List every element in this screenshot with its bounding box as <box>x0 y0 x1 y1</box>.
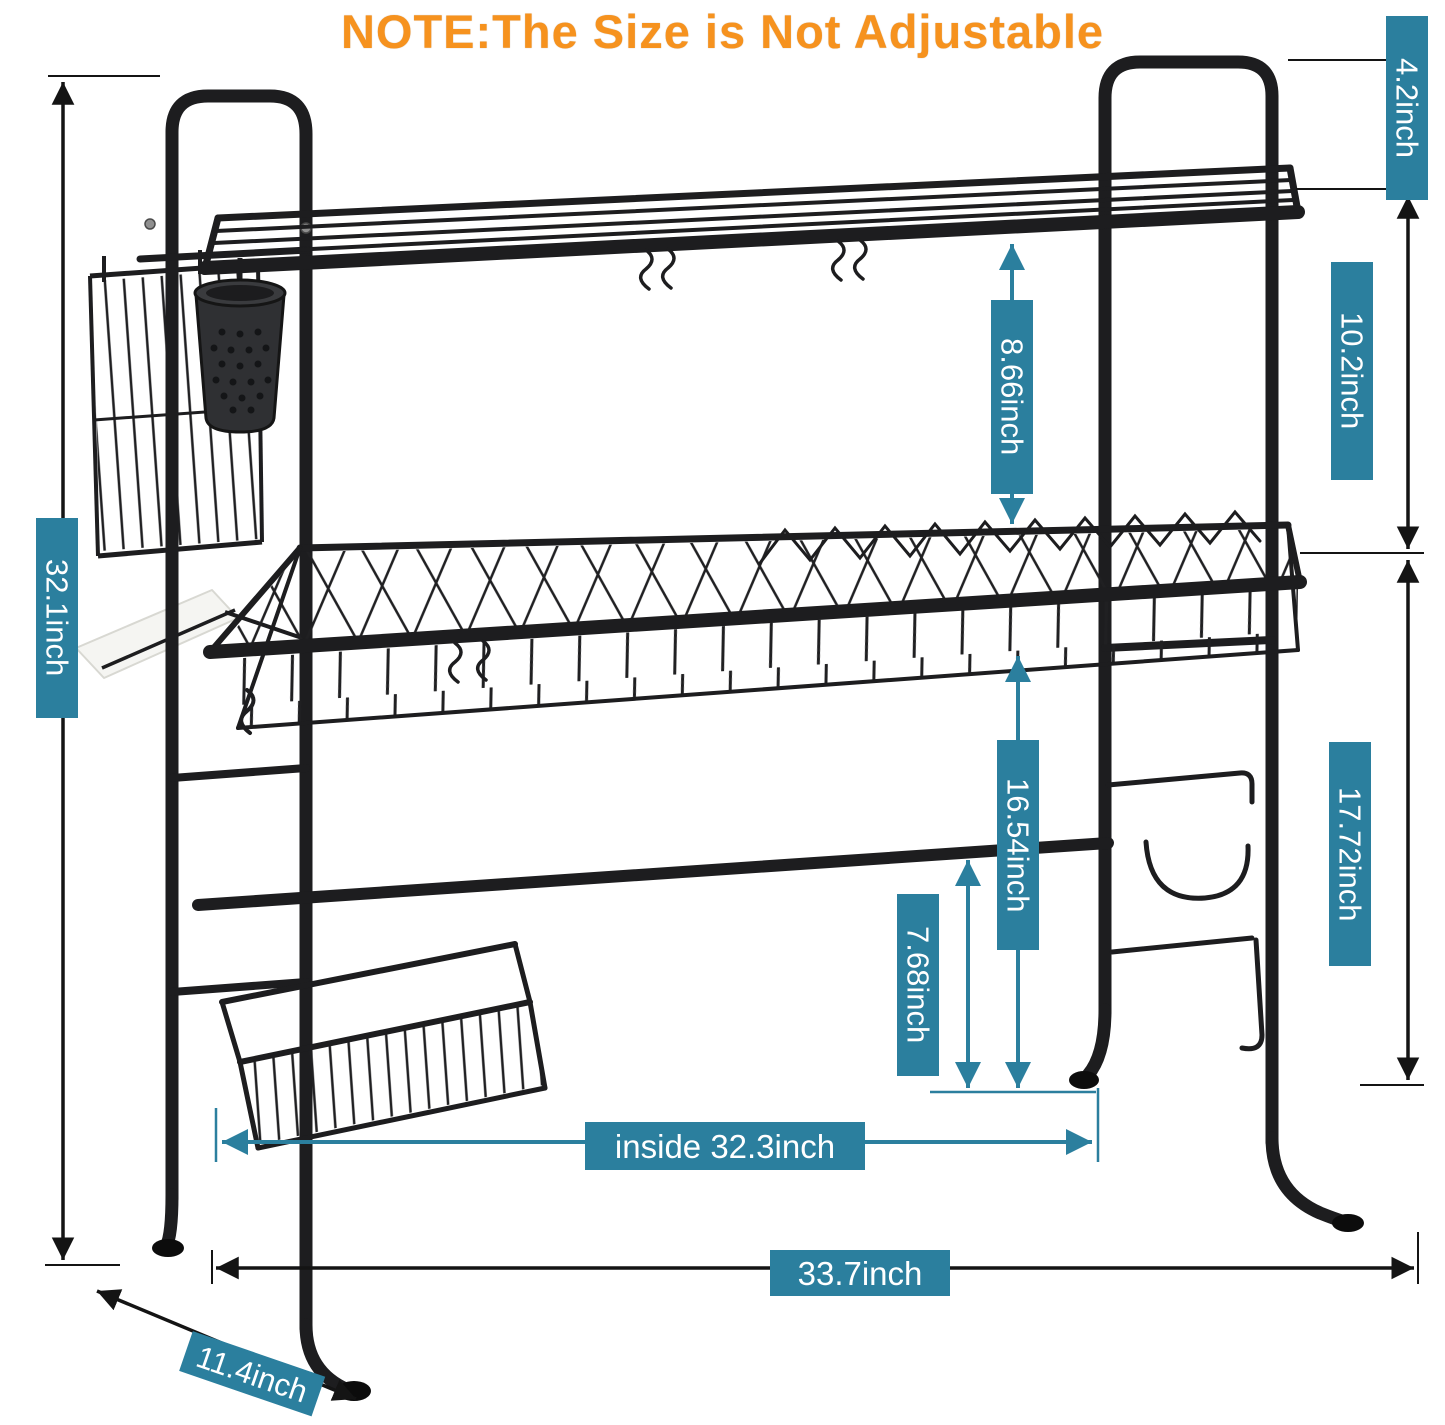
dish-basket <box>203 509 1307 730</box>
top-shelf <box>198 164 1305 275</box>
dim-label-lower-right-height: 17.72inch <box>1329 742 1371 966</box>
utensil-cup <box>193 258 287 434</box>
dim-label-total-width: 33.7inch <box>770 1250 950 1296</box>
dim-label-shelf-to-handle-gap: 10.2inch <box>1331 262 1373 480</box>
board-holder <box>1105 770 1265 1052</box>
dim-label-tier-gap: 8.66inch <box>991 300 1033 494</box>
dim-label-basket-to-counter: 16.54inch <box>997 740 1039 950</box>
bottom-basket <box>219 941 548 1151</box>
dim-label-total-height: 32.1inch <box>36 518 78 718</box>
dim-label-handle-height: 4.2inch <box>1386 16 1428 200</box>
dim-label-inside-width: inside 32.3inch <box>585 1122 865 1170</box>
crossbar <box>192 837 1114 911</box>
note-banner: NOTE:The Size is Not Adjustable <box>340 5 1105 58</box>
dim-label-crossbar-to-counter: 7.68inch <box>897 894 939 1076</box>
